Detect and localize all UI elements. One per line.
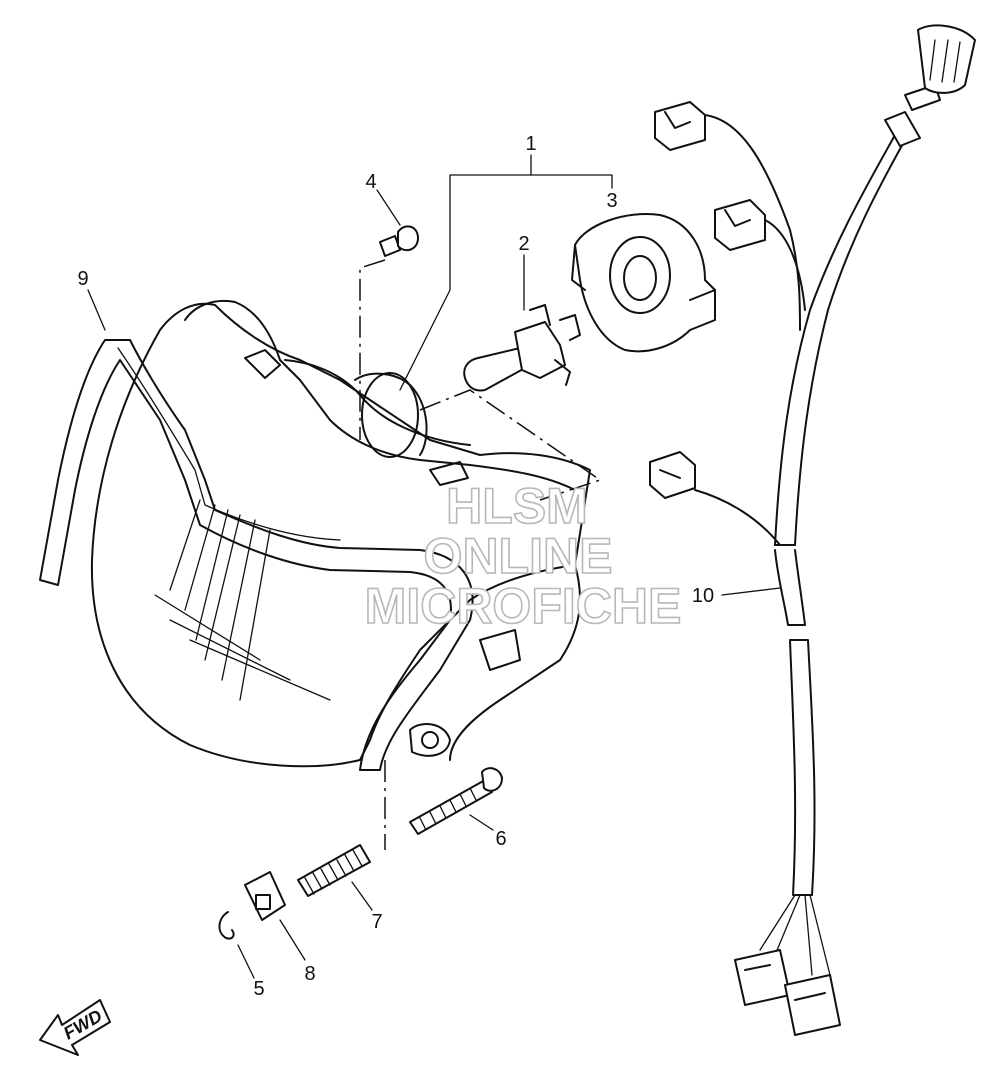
callout-5: 5 (253, 978, 264, 1000)
watermark-line-1: HLSM (446, 478, 588, 534)
callout-7: 7 (371, 911, 382, 933)
screw (409, 767, 503, 835)
callout-3: 3 (606, 190, 617, 212)
spring (297, 844, 371, 897)
clip (359, 225, 419, 440)
callout-2: 2 (518, 233, 529, 255)
callout-10: 10 (692, 585, 714, 607)
callout-6: 6 (495, 828, 506, 850)
callout-8: 8 (304, 963, 315, 985)
headlight-unit (90, 300, 591, 768)
fwd-arrow-icon: FWD (39, 999, 111, 1056)
leader-lines (87, 154, 781, 979)
watermark-line-2: ONLINE (424, 528, 613, 584)
bulb (463, 304, 581, 392)
assembly-centerline (419, 389, 602, 501)
callout-9: 9 (77, 268, 88, 290)
wire-harness (649, 24, 976, 1036)
circlip (218, 911, 235, 940)
seal-strip (39, 339, 474, 771)
callout-4: 4 (365, 171, 376, 193)
retainer-nut (244, 871, 286, 921)
bulb-cover (571, 213, 716, 353)
watermark-line-3: MICROFICHE (365, 578, 682, 634)
callout-1: 1 (525, 133, 536, 155)
watermark: HLSM ONLINE MICROFICHE (364, 477, 682, 635)
